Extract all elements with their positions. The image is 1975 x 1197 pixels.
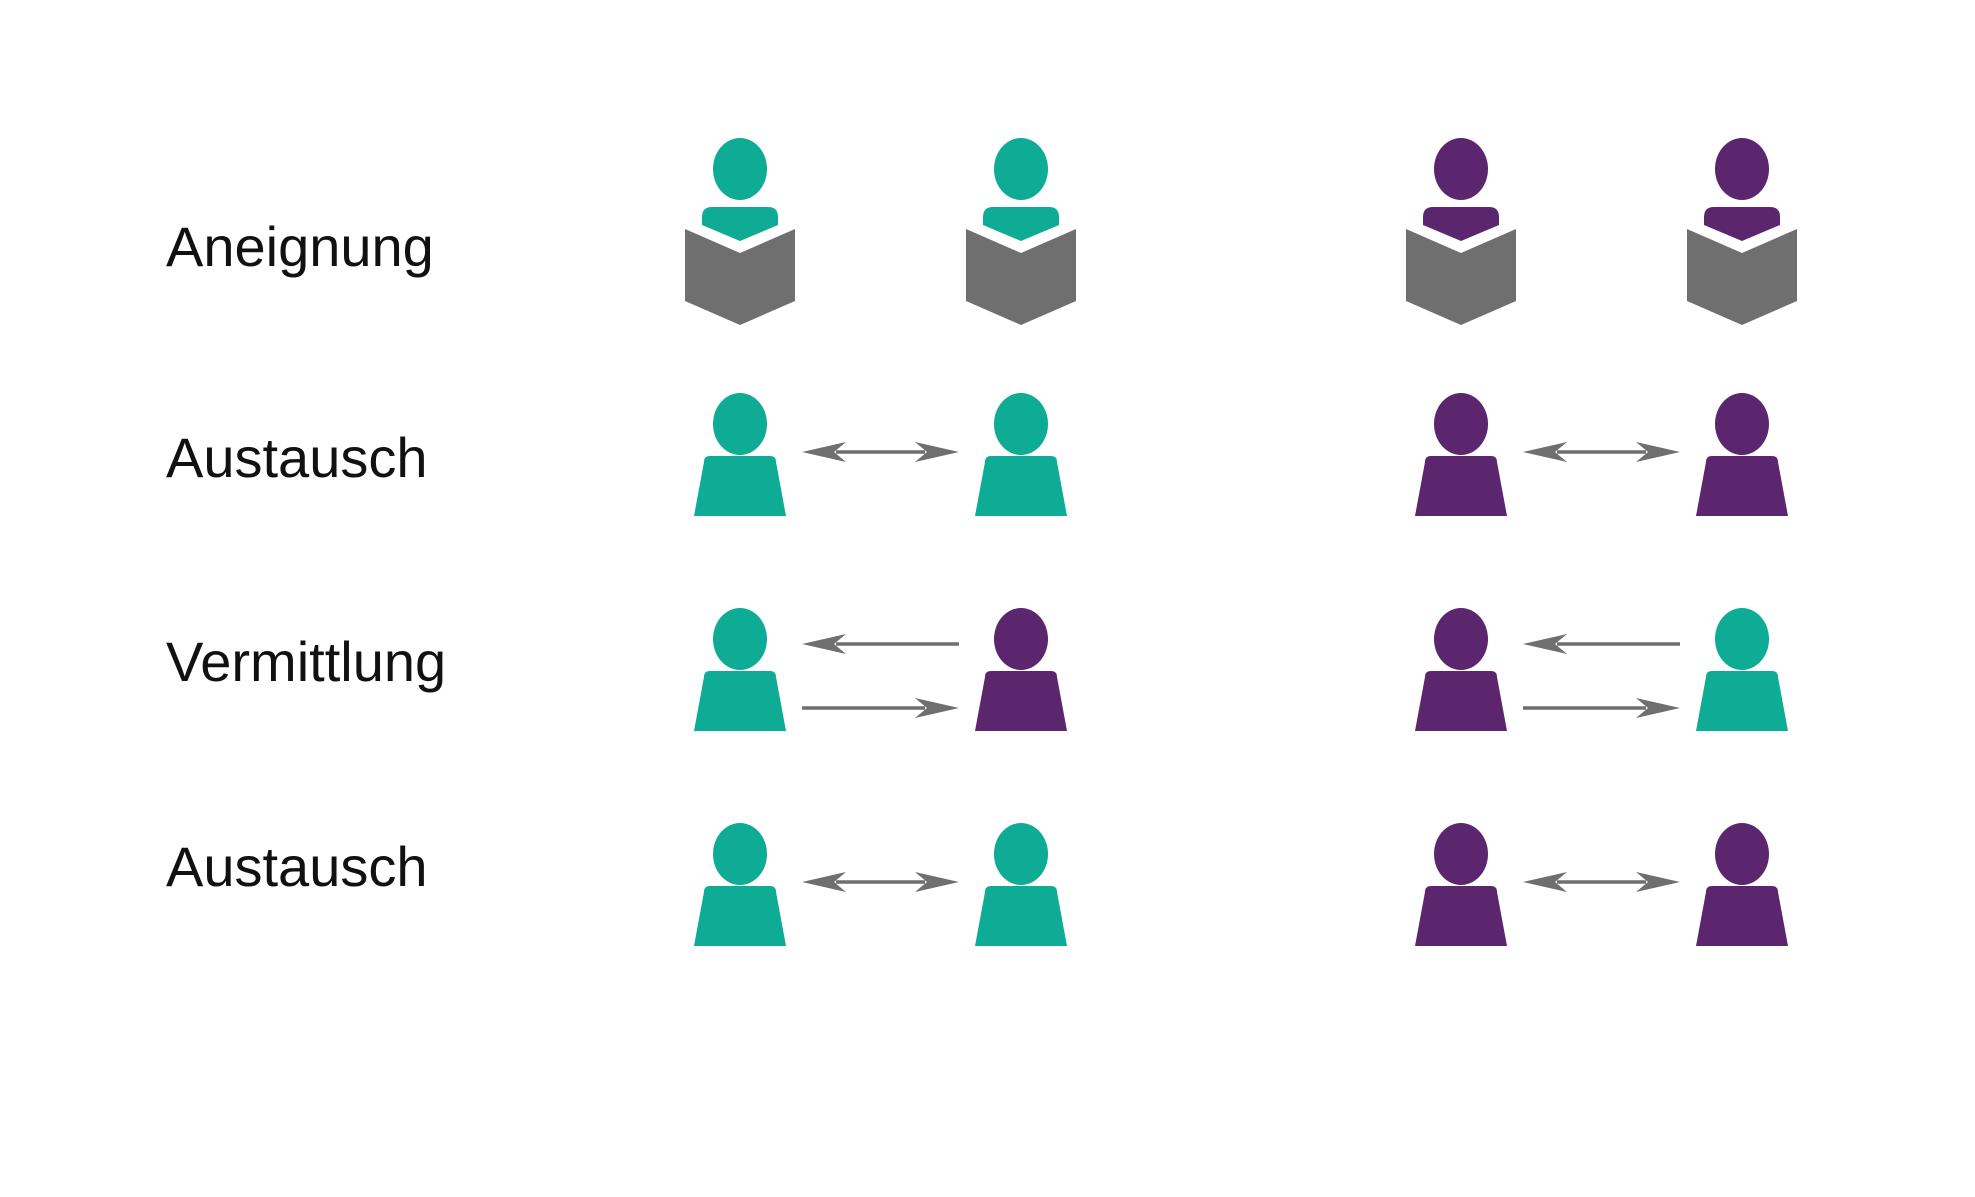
row-label-austausch-second: Austausch [166, 835, 428, 898]
double-headed-arrow-icon [802, 442, 959, 462]
book-icon [966, 229, 1076, 325]
person-reading-book-icon [685, 138, 795, 325]
row-label-austausch: Austausch [166, 426, 428, 489]
row-label-aneignung: Aneignung [166, 215, 434, 278]
person-icon [694, 608, 786, 731]
double-headed-arrow-icon [1523, 872, 1680, 892]
person-icon [694, 823, 786, 946]
person-icon [975, 393, 1067, 516]
person-icon [1415, 608, 1507, 731]
person-icon [694, 393, 786, 516]
person-icon [1415, 823, 1507, 946]
double-headed-arrow-icon [1523, 442, 1680, 462]
arrow-left-icon [1523, 634, 1680, 654]
person-icon [1415, 393, 1507, 516]
double-headed-arrow-icon [802, 872, 959, 892]
book-icon [685, 229, 795, 325]
person-icon [975, 608, 1067, 731]
person-icon [1696, 393, 1788, 516]
person-reading-book-icon [966, 138, 1076, 325]
book-icon [1406, 229, 1516, 325]
person-icon [975, 823, 1067, 946]
row-label-vermittlung: Vermittlung [166, 630, 447, 693]
person-icon [1696, 608, 1788, 731]
person-reading-book-icon [1406, 138, 1516, 325]
person-icon [1696, 823, 1788, 946]
arrow-left-icon [802, 634, 959, 654]
arrow-right-icon [1523, 698, 1680, 718]
arrow-right-icon [802, 698, 959, 718]
person-reading-book-icon [1687, 138, 1797, 325]
book-icon [1687, 229, 1797, 325]
